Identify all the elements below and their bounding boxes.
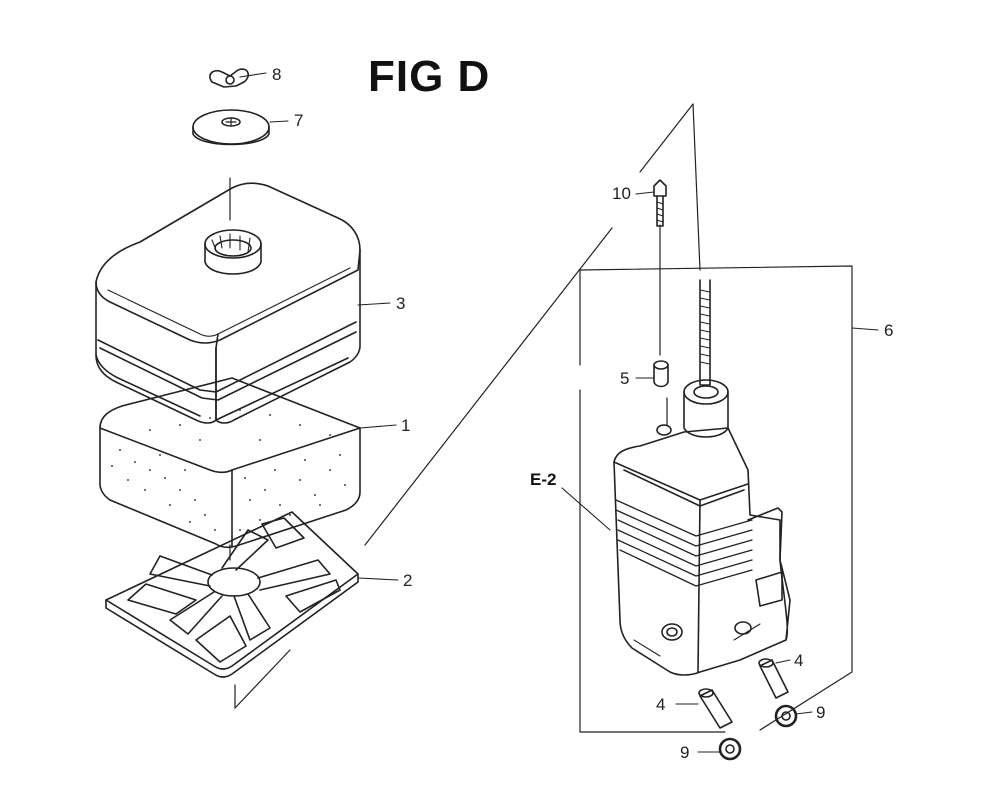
callout-1: 1 <box>401 416 411 435</box>
leader-lines <box>239 72 879 753</box>
collar <box>653 360 669 388</box>
air-cleaner-case <box>613 279 791 676</box>
reference-label: E-2 <box>530 470 557 489</box>
callout-4b: 4 <box>656 695 666 714</box>
figure-title: FIG D <box>368 52 491 101</box>
callout-2: 2 <box>403 571 413 590</box>
callout-5: 5 <box>620 369 630 388</box>
callout-7: 7 <box>294 111 304 130</box>
callout-4a: 4 <box>794 651 804 670</box>
foam-texture <box>111 409 346 531</box>
wing-nut <box>209 68 250 88</box>
rubber-tubes <box>698 658 789 729</box>
assembly-bracket <box>579 265 853 733</box>
callout-3: 3 <box>396 294 406 313</box>
air-cleaner-cover <box>95 182 361 424</box>
callout-9b: 9 <box>680 743 690 762</box>
bolt <box>653 179 667 227</box>
cover-washer <box>192 109 270 146</box>
callout-10: 10 <box>612 184 631 203</box>
assembly-guide-lines <box>229 103 701 709</box>
callout-9a: 9 <box>816 703 826 722</box>
callout-8: 8 <box>272 65 282 84</box>
foam-filter-element <box>99 377 361 549</box>
callout-6: 6 <box>884 321 894 340</box>
filter-grid-base <box>105 511 359 678</box>
flange-nuts <box>718 704 798 761</box>
